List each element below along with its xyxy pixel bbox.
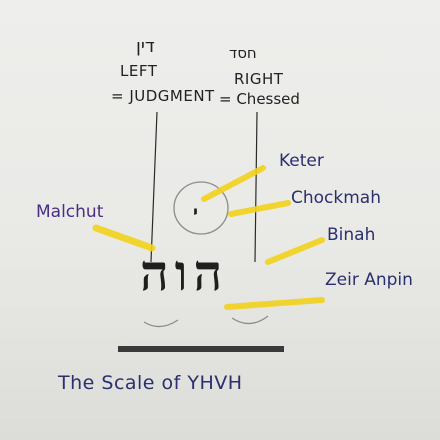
caption: The Scale of YHVH (58, 372, 243, 394)
zeir-anpin-label: Zeir Anpin (325, 270, 413, 290)
chokmah-label: Chockmah (291, 188, 381, 208)
binah-label: Binah (327, 225, 376, 245)
right-vertical-line (254, 111, 258, 263)
keter-label: Keter (279, 151, 324, 171)
right-hebrew-label: חסד (229, 44, 257, 62)
left-vertical-line (150, 111, 158, 263)
chokmah-highlight (228, 200, 291, 217)
left-label: LEFT (120, 62, 158, 80)
zeir-anpin-highlight (224, 297, 325, 310)
malchut-highlight (92, 224, 156, 252)
top-circle (173, 181, 229, 235)
chessed-label: = Chessed (219, 90, 300, 108)
keter-highlight (201, 165, 266, 202)
right-label: RIGHT (234, 70, 284, 88)
malchut-label: Malchut (36, 202, 104, 222)
left-bowl (143, 319, 179, 328)
scale-base (118, 346, 284, 352)
left-hebrew-label: דין (136, 36, 155, 57)
yod-letter: י (193, 203, 199, 223)
binah-highlight (265, 237, 325, 265)
hebrew-letters-main: הוה (140, 243, 229, 302)
right-bowl (231, 315, 269, 325)
judgment-label: = JUDGMENT (111, 87, 215, 105)
